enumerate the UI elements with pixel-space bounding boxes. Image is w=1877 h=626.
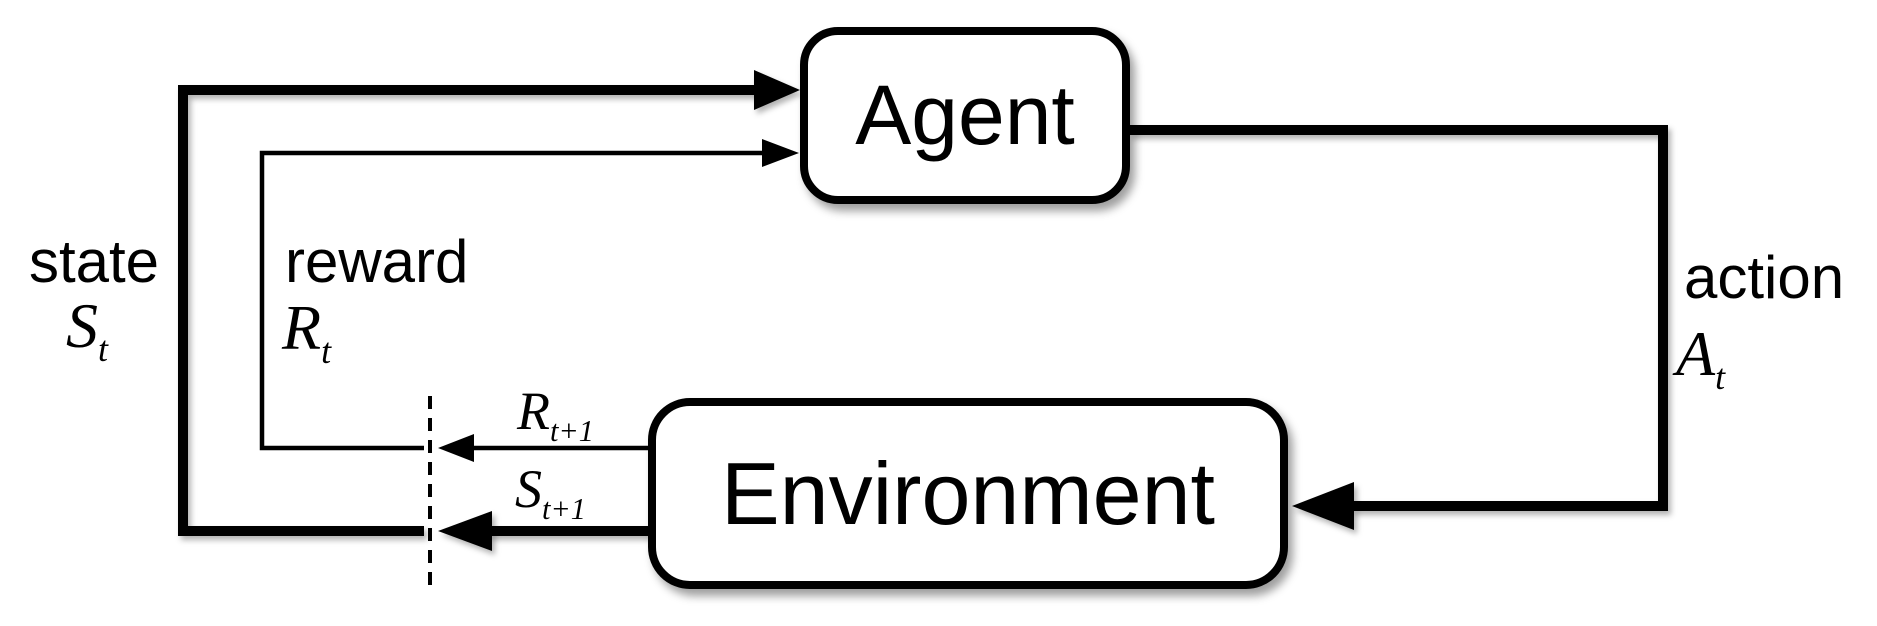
next-state-symbol: St+1	[515, 462, 586, 524]
reward-symbol-subscript: t	[321, 330, 332, 371]
agent-node: Agent	[800, 27, 1130, 204]
reward-symbol: Rt	[282, 296, 331, 370]
next-state-symbol-base: S	[515, 459, 542, 519]
next-state-symbol-subscript: t+1	[542, 491, 586, 526]
action-word-label: action	[1684, 244, 1845, 311]
action-symbol-base: A	[1676, 318, 1716, 389]
environment-node: Environment	[648, 398, 1288, 589]
reward-loop-line	[259, 150, 764, 451]
action-symbol: At	[1676, 322, 1725, 396]
next-reward-symbol-base: R	[517, 381, 550, 441]
state-word-label: state	[28, 228, 160, 295]
state-symbol-base: S	[66, 290, 98, 361]
state-arrowhead-icon	[754, 70, 800, 110]
environment-node-label: Environment	[720, 443, 1215, 543]
state-loop-line	[178, 85, 757, 536]
next-reward-symbol-subscript: t+1	[550, 413, 594, 448]
reward-symbol-base: R	[282, 292, 322, 363]
reward-word-label: reward	[285, 228, 469, 295]
next-reward-arrowhead-icon	[438, 434, 474, 462]
reward-arrowhead-icon	[762, 139, 799, 167]
next-state-arrowhead-icon	[438, 511, 492, 551]
state-symbol-subscript: t	[98, 328, 108, 369]
action-arrowhead-icon	[1292, 482, 1354, 530]
next-reward-symbol: Rt+1	[517, 384, 594, 446]
action-symbol-subscript: t	[1715, 356, 1726, 397]
state-symbol: St	[66, 294, 108, 368]
action-line	[1130, 125, 1668, 511]
agent-node-label: Agent	[855, 68, 1075, 162]
